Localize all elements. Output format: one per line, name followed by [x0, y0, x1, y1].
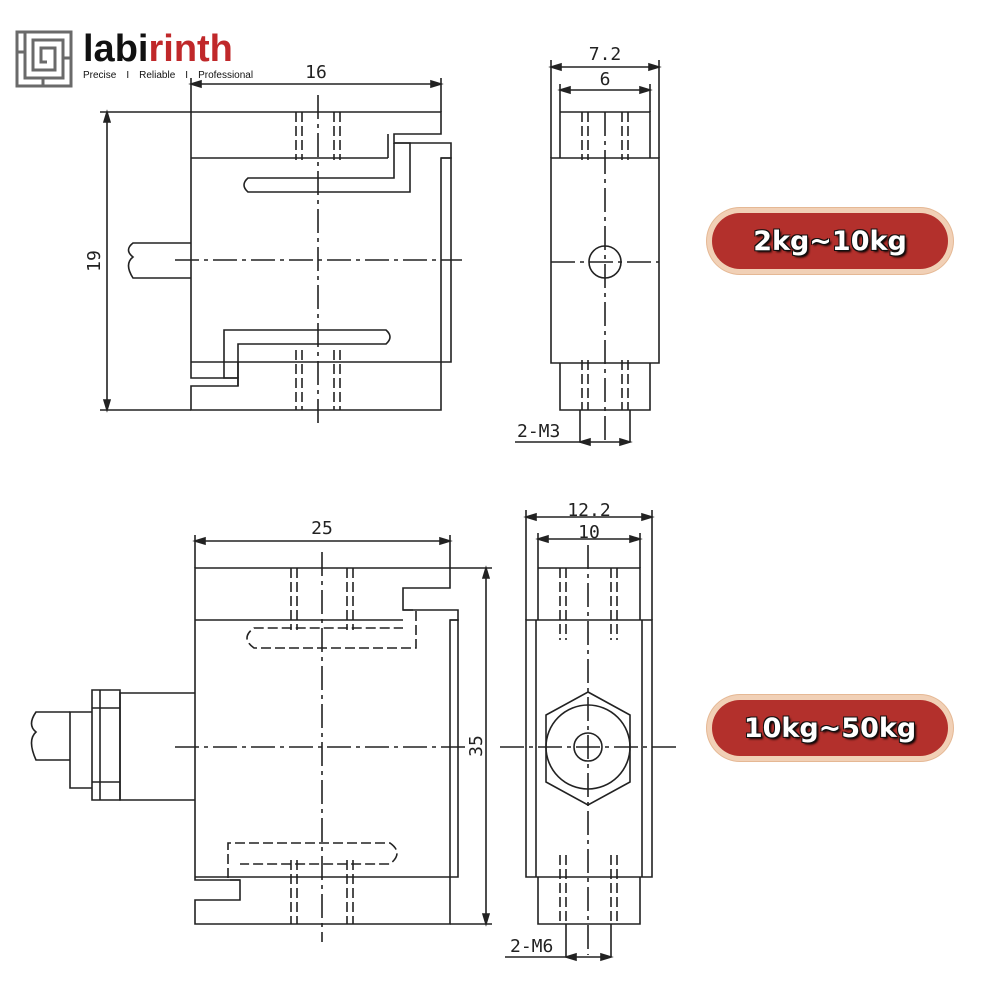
maze-icon — [15, 30, 73, 88]
tagline-separator: I — [126, 70, 130, 81]
top-side-outer-label: 7.2 — [589, 44, 622, 65]
bottom-width-label: 25 — [311, 518, 333, 539]
top-thread-label: 2-M3 — [517, 421, 560, 442]
top-side-inner-label: 6 — [600, 69, 611, 90]
tagline-word-2: Reliable — [139, 70, 176, 81]
tagline-separator: I — [185, 70, 189, 81]
brand-logo: labirinth Precise I Reliable I Professional — [15, 30, 253, 88]
top-front-view — [100, 78, 462, 428]
top-side-view — [515, 60, 659, 445]
bottom-side-outer-label: 12.2 — [567, 500, 610, 521]
brand-name-prefix: labi — [83, 28, 149, 70]
range-badge-large: 10kg~50kg — [712, 700, 948, 756]
top-height-label: 19 — [84, 250, 105, 272]
tagline-word-3: Professional — [198, 70, 254, 81]
bottom-side-inner-label: 10 — [578, 522, 600, 543]
bottom-height-label: 35 — [466, 735, 487, 757]
brand-name-accent: rinth — [148, 28, 233, 70]
bottom-side-view — [500, 510, 676, 960]
bottom-front-view — [32, 535, 493, 942]
brand-name: labirinth — [83, 30, 253, 68]
tagline-word-1: Precise — [83, 70, 117, 81]
bottom-thread-label: 2-M6 — [510, 936, 553, 957]
brand-tagline: Precise I Reliable I Professional — [83, 70, 253, 81]
range-badge-small: 2kg~10kg — [712, 213, 948, 269]
top-width-label: 16 — [305, 62, 327, 83]
